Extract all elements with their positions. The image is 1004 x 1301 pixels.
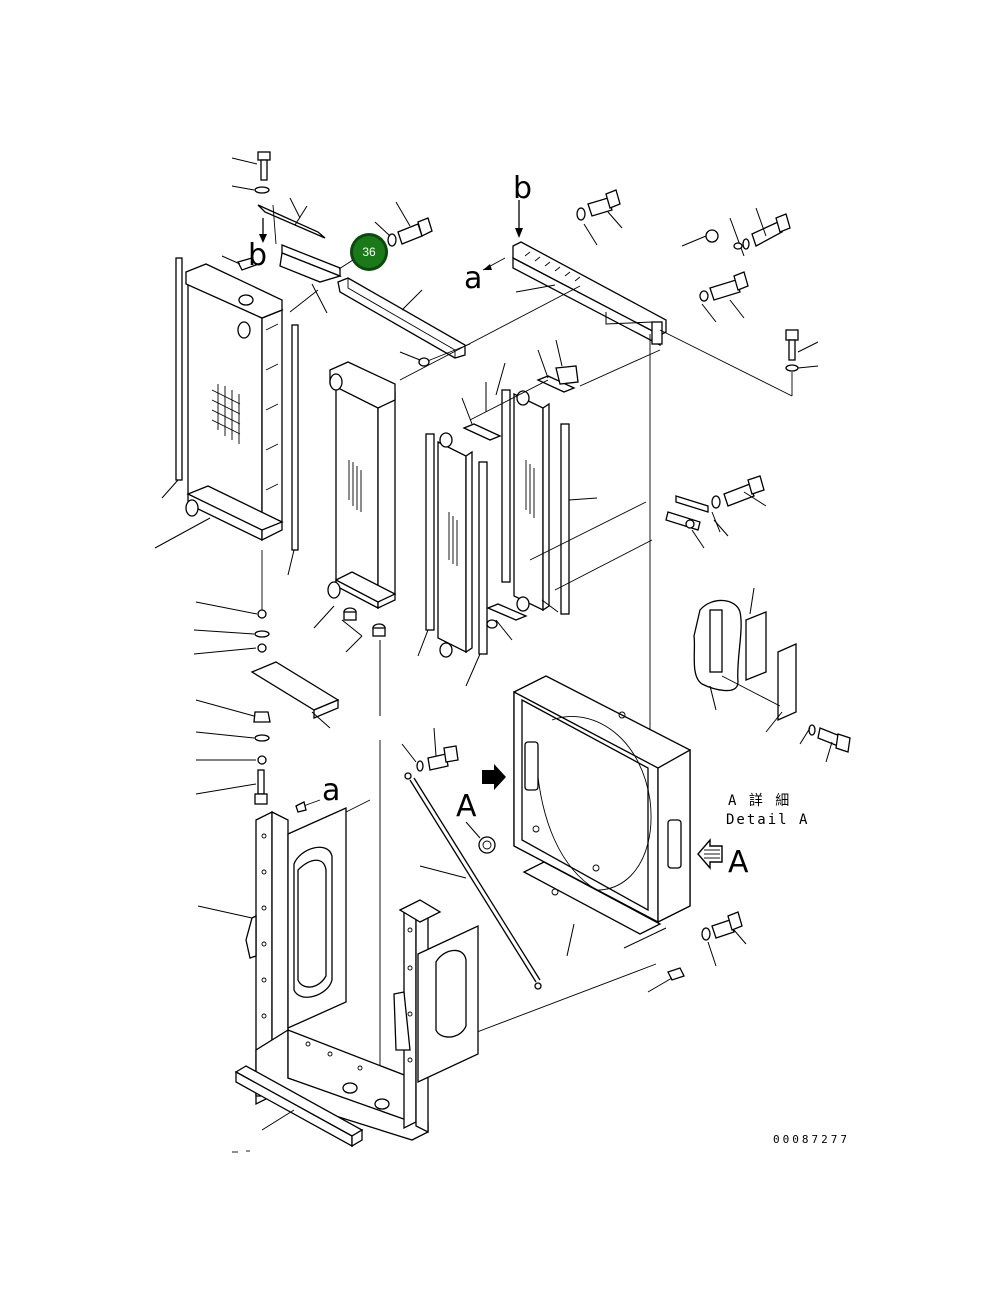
aftercooler-core-left	[417, 432, 488, 687]
detail-caption-en: Detail A	[726, 812, 809, 828]
hose-fittings	[341, 607, 386, 716]
detail-a-panel	[693, 587, 851, 763]
radiator-core-left	[154, 263, 284, 549]
rubber-seal-strip-top	[337, 277, 466, 359]
aftercooler-core-right	[495, 362, 598, 615]
ring-seal	[465, 821, 496, 854]
label-b-right: b	[513, 171, 532, 206]
seal-strip-left-inner	[287, 324, 299, 576]
small-seal-strips	[461, 349, 576, 641]
label-a-top: a	[464, 261, 482, 296]
shroud-bolt-lower	[647, 911, 747, 993]
label-A-left: A	[456, 789, 477, 824]
small-washer-center	[418, 357, 430, 367]
seal-strip-left-outer	[161, 257, 183, 499]
lower-support-frame	[197, 806, 479, 1141]
detail-caption-jp: A 詳 細	[728, 793, 791, 809]
oil-cooler-core	[313, 361, 397, 629]
label-b-left: b	[248, 238, 267, 273]
top-left-bolt-stack	[221, 151, 342, 314]
part-callout-36[interactable]: 36	[350, 233, 388, 271]
label-A-right: A	[728, 845, 749, 880]
shroud-bolt-upper	[401, 727, 459, 772]
view-arrow-A-right	[697, 838, 723, 870]
top-center-bolt	[374, 201, 433, 247]
top-right-bolts	[576, 189, 791, 323]
mount-hardware-stack	[193, 550, 340, 805]
upper-cross-member	[512, 200, 667, 347]
fan-shroud	[513, 675, 691, 957]
far-right-bolt	[659, 329, 819, 397]
label-a-lower: a	[322, 773, 340, 808]
stay-rod	[404, 772, 542, 990]
leader	[399, 351, 421, 361]
document-number: 00087277	[773, 1133, 850, 1146]
mid-right-bolt-bracket	[665, 475, 767, 549]
frame-top-bolt	[295, 799, 321, 813]
view-arrow-A-left	[482, 764, 506, 790]
part-callout-number: 36	[362, 245, 376, 259]
bottom-ticks	[232, 1150, 250, 1153]
assembly-center-lines	[289, 285, 661, 1090]
clip-bracket	[555, 339, 579, 385]
bottom-skid-rail	[234, 1065, 364, 1148]
